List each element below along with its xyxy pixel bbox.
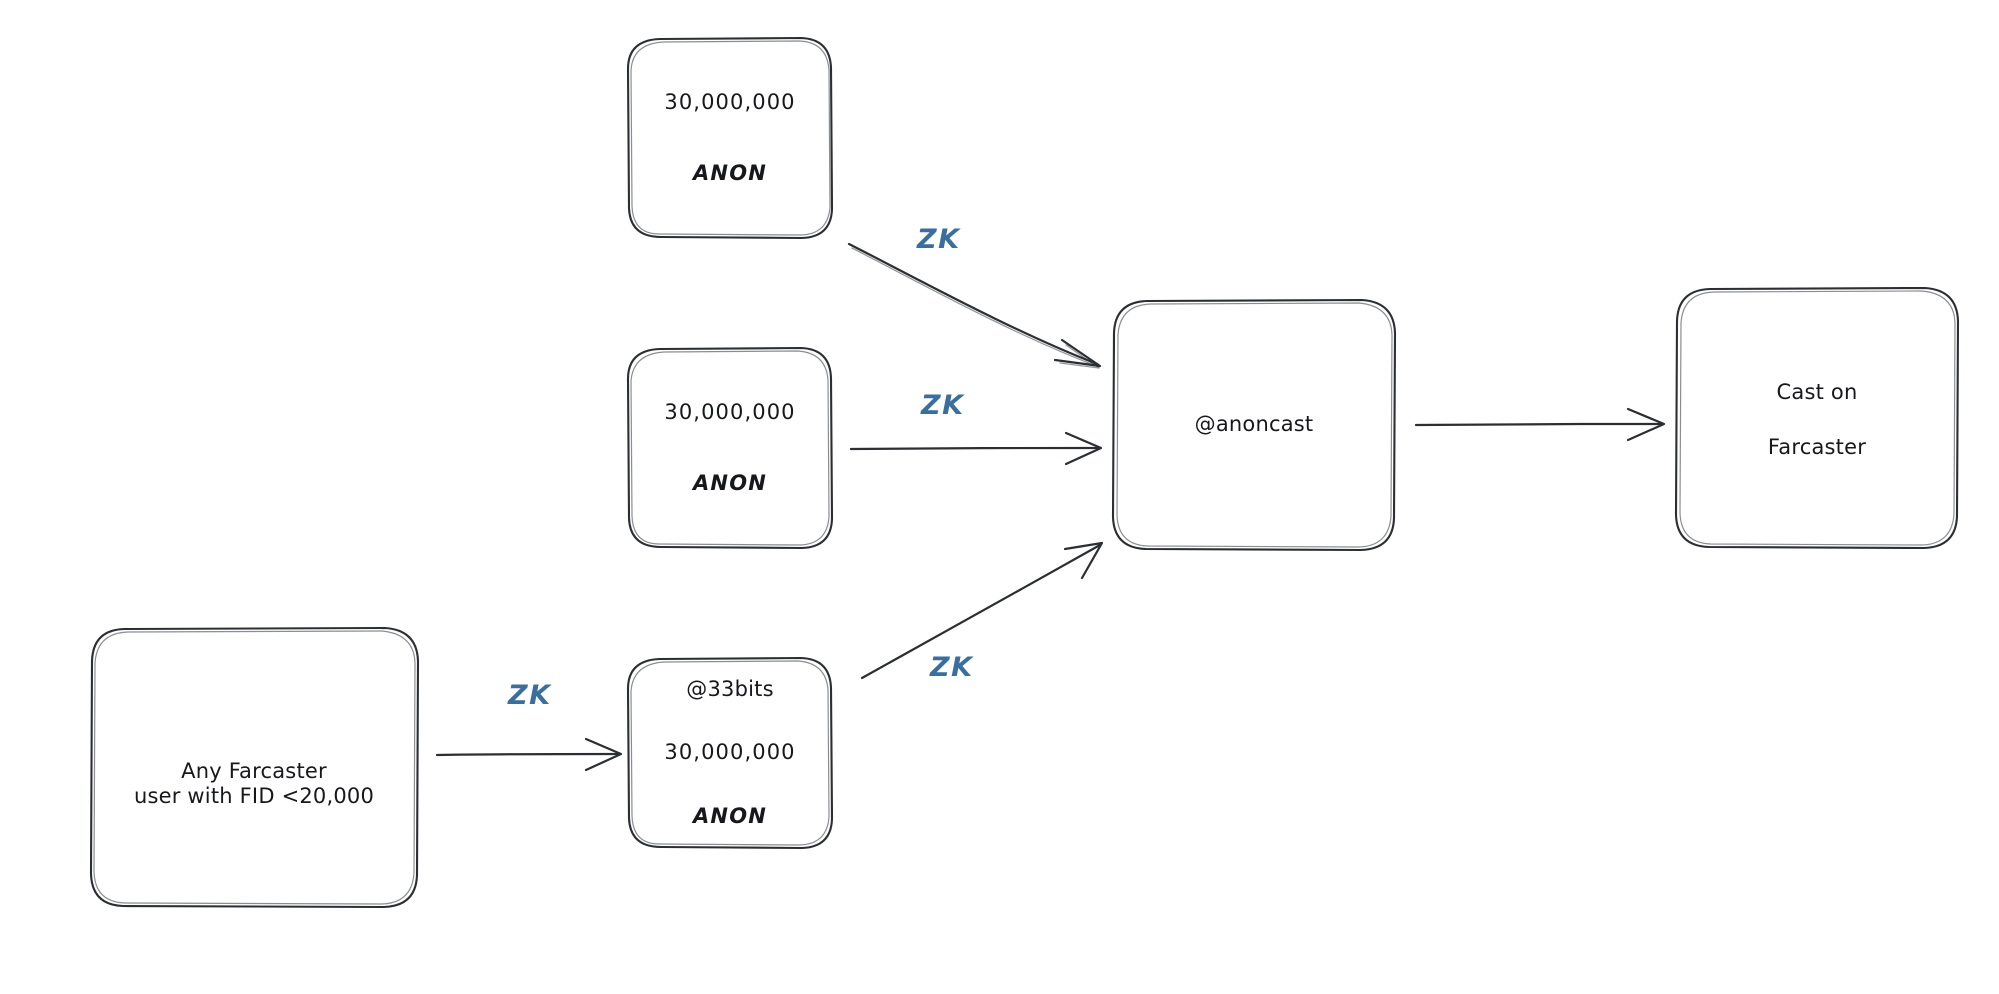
cast-line2: Farcaster xyxy=(1767,435,1867,459)
node-border-anoncast xyxy=(1111,298,1397,552)
anon-top-ticker: ANON xyxy=(692,161,768,185)
node-border-any-user xyxy=(89,626,420,909)
node-anoncast[interactable]: @anoncast xyxy=(1113,300,1395,550)
anon-top-amount: 30,000,000 xyxy=(664,89,796,114)
bits33-handle: @33bits xyxy=(686,677,774,702)
cast-line1: Cast on xyxy=(1776,379,1858,404)
node-33bits[interactable]: @33bits 30,000,000 ANON xyxy=(628,658,832,848)
node-any-farcaster-user[interactable]: Any Farcaster user with FID <20,000 xyxy=(90,628,418,908)
any-user-line2: user with FID <20,000 xyxy=(133,784,375,808)
node-border-anon-top xyxy=(626,36,834,240)
any-user-line1: Any Farcaster xyxy=(181,758,327,783)
arrow-anon-mid-to-anoncast xyxy=(849,431,1103,466)
node-cast-on-farcaster[interactable]: Cast on Farcaster xyxy=(1676,288,1958,548)
bits33-ticker: ANON xyxy=(692,803,768,828)
edge-label-zk-any-user: ZK xyxy=(508,680,552,711)
edge-label-zk-anon-top: ZK xyxy=(917,224,961,255)
node-border-33bits xyxy=(626,656,834,850)
arrow-anoncast-to-cast xyxy=(1414,407,1666,442)
anoncast-handle: @anoncast xyxy=(1194,412,1314,437)
node-anon-token-top[interactable]: 30,000,000 ANON xyxy=(628,38,832,238)
edge-label-zk-anon-mid: ZK xyxy=(921,390,965,421)
bits33-amount: 30,000,000 xyxy=(664,740,796,765)
node-anon-token-middle[interactable]: 30,000,000 ANON xyxy=(628,348,832,548)
anon-mid-amount: 30,000,000 xyxy=(664,399,796,424)
arrow-anon-top-to-anoncast xyxy=(847,242,1102,369)
edge-label-zk-33bits: ZK xyxy=(930,652,974,683)
node-border-anon-mid xyxy=(626,346,834,550)
arrow-any-user-to-33bits xyxy=(435,737,623,772)
anon-mid-ticker: ANON xyxy=(692,471,768,495)
arrow-33bits-to-anoncast xyxy=(860,541,1104,680)
node-border-cast xyxy=(1674,286,1960,550)
